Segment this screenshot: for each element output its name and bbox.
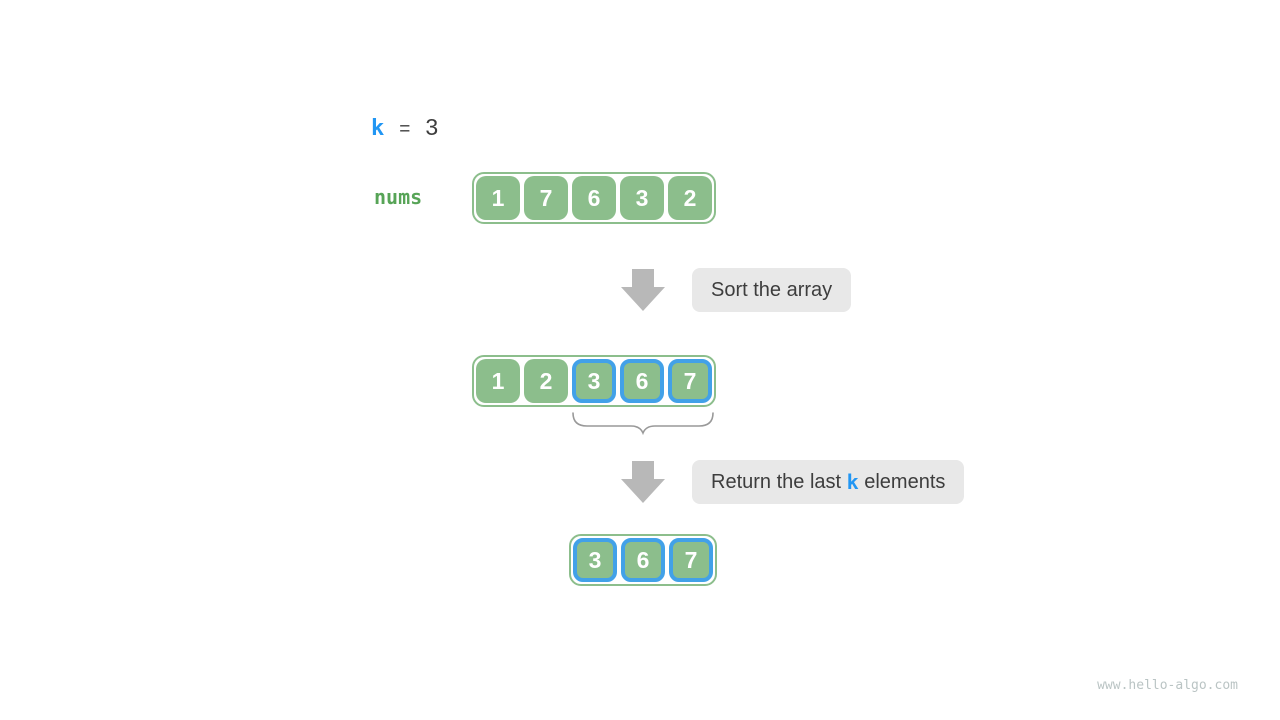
array-cell: 7 xyxy=(668,359,712,403)
watermark: www.hello-algo.com xyxy=(1097,678,1238,693)
array-cell: 3 xyxy=(573,538,617,582)
step-label-return-suffix: elements xyxy=(858,470,946,493)
array-cell: 2 xyxy=(524,359,568,403)
array-cell: 7 xyxy=(524,176,568,220)
array-cell: 3 xyxy=(620,176,664,220)
array-cell: 6 xyxy=(620,359,664,403)
variable-k-line: k = 3 xyxy=(371,114,438,141)
array-cell: 1 xyxy=(476,176,520,220)
step-label-return: Return the last k elements xyxy=(692,460,965,504)
step-label-sort-text: Sort the array xyxy=(711,278,833,301)
variable-k-name: k xyxy=(371,116,385,141)
array-cell: 3 xyxy=(572,359,616,403)
array-cell: 2 xyxy=(668,176,712,220)
array-cell: 1 xyxy=(476,359,520,403)
step-label-return-prefix: Return the last xyxy=(711,470,847,493)
down-arrow-icon xyxy=(621,269,665,311)
step-label-return-k: k xyxy=(846,470,859,494)
equals-sign: = xyxy=(399,119,411,140)
nums-label: nums xyxy=(374,185,423,209)
variable-k-value: 3 xyxy=(425,114,439,140)
underbrace-icon xyxy=(572,412,714,435)
array-cell: 7 xyxy=(669,538,713,582)
array-cell: 6 xyxy=(621,538,665,582)
step-label-sort: Sort the array xyxy=(692,268,852,312)
array-cell: 6 xyxy=(572,176,616,220)
down-arrow-icon xyxy=(621,461,665,503)
